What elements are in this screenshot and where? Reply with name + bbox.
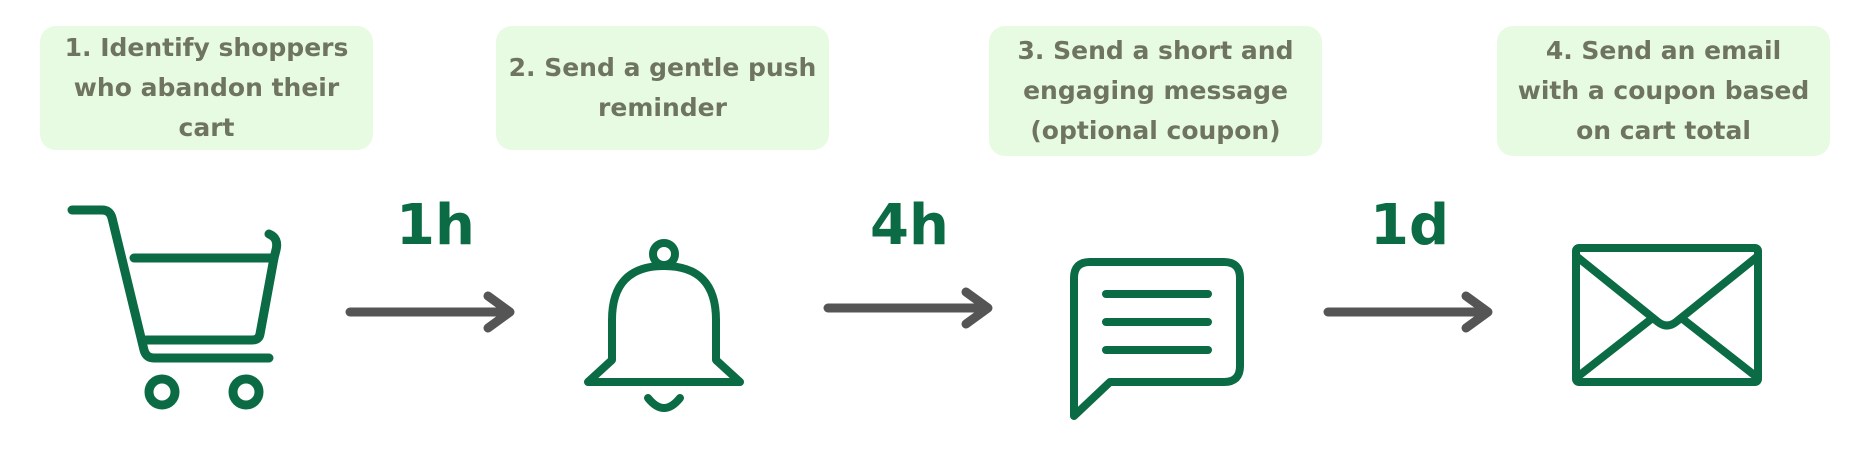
step-1-label: 1. Identify shoppers who abandon their c… <box>40 26 373 150</box>
step-3-label: 3. Send a short and engaging message (op… <box>989 26 1322 156</box>
chat-message-icon <box>1070 258 1244 420</box>
step-4-label: 4. Send an email with a coupon based on … <box>1497 26 1830 156</box>
arrow-right-icon-3 <box>1323 291 1493 333</box>
delay-label-2: 4h <box>870 193 949 258</box>
arrow-right-icon-2 <box>823 287 993 329</box>
shopping-cart-icon <box>67 205 282 410</box>
delay-label-1: 1h <box>396 193 475 258</box>
delay-label-3: 1d <box>1370 193 1450 258</box>
bell-icon <box>584 239 744 412</box>
step-2-label: 2. Send a gentle push reminder <box>496 26 829 150</box>
arrow-right-icon-1 <box>345 291 515 333</box>
envelope-icon <box>1572 244 1762 386</box>
